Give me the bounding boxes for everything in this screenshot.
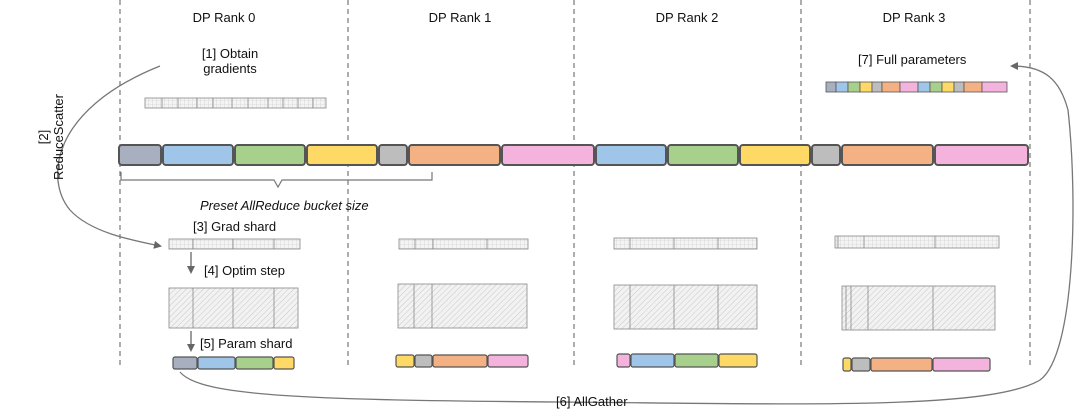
reduce-scatter-label: [2] ReduceScatter [36, 92, 66, 182]
bucket-segment [306, 144, 378, 166]
bucket-segment [118, 144, 162, 166]
rank-header-3: DP Rank 3 [882, 10, 946, 25]
full-parameters-label: [7] Full parameters [858, 52, 967, 67]
full-parameter-buffer [118, 144, 1029, 166]
bucket-segment [667, 144, 739, 166]
obtain-gradients-label-line1: [1] Obtain [201, 46, 259, 61]
param-shard-rank-2 [616, 353, 758, 368]
optimizer-state-rank-2 [613, 284, 758, 330]
optimizer-states [168, 283, 996, 331]
grad-shards [168, 235, 1000, 250]
reduce-scatter-label-line2: ReduceScatter [51, 94, 66, 180]
optim-step-label: [4] Optim step [204, 263, 285, 278]
obtain-gradients-label-line2: gradients [203, 61, 257, 76]
param-shards [172, 353, 991, 372]
rank-dividers [119, 0, 1031, 368]
reduce-scatter-arrow [56, 65, 162, 249]
bucket-segment [234, 144, 306, 166]
bucket-size-label: Preset AllReduce bucket size [200, 198, 369, 213]
bucket-segment [501, 144, 595, 166]
bucket-segment [841, 144, 934, 166]
bucket-size-brace [120, 172, 433, 189]
bucket-segment [162, 144, 234, 166]
optimizer-state-rank-3 [841, 285, 996, 331]
rank-header-2: DP Rank 2 [655, 10, 719, 25]
optimizer-state-rank-0 [168, 287, 299, 329]
bucket-segment [739, 144, 811, 166]
obtained-gradients-strip [144, 97, 327, 109]
grad-shard-rank-2 [613, 237, 758, 250]
grad-shard-rank-3 [834, 235, 1000, 249]
bucket-segment [811, 144, 841, 166]
grad-shard-rank-0 [168, 238, 301, 250]
rank-header-1: DP Rank 1 [428, 10, 492, 25]
param-shard-rank-0 [172, 356, 295, 370]
reduce-scatter-label-line1: [2] [36, 129, 51, 145]
all-gather-arrow [179, 62, 1074, 405]
param-shard-rank-1 [395, 354, 529, 368]
param-shard-rank-3 [842, 357, 991, 372]
bucket-segment [934, 144, 1029, 166]
grad-shard-label: [3] Grad shard [193, 219, 277, 234]
full-parameters-strip [825, 81, 1008, 93]
grad-shard-rank-1 [398, 238, 529, 250]
bucket-segment [595, 144, 667, 166]
obtain-gradients-label: [1] Obtain gradients [190, 46, 270, 76]
bucket-segment [408, 144, 501, 166]
param-shard-label: [5] Param shard [200, 336, 293, 351]
rank-header-0: DP Rank 0 [192, 10, 256, 25]
optimizer-state-rank-1 [397, 283, 528, 329]
all-gather-label: [6] AllGather [556, 394, 628, 409]
bucket-segment [378, 144, 408, 166]
